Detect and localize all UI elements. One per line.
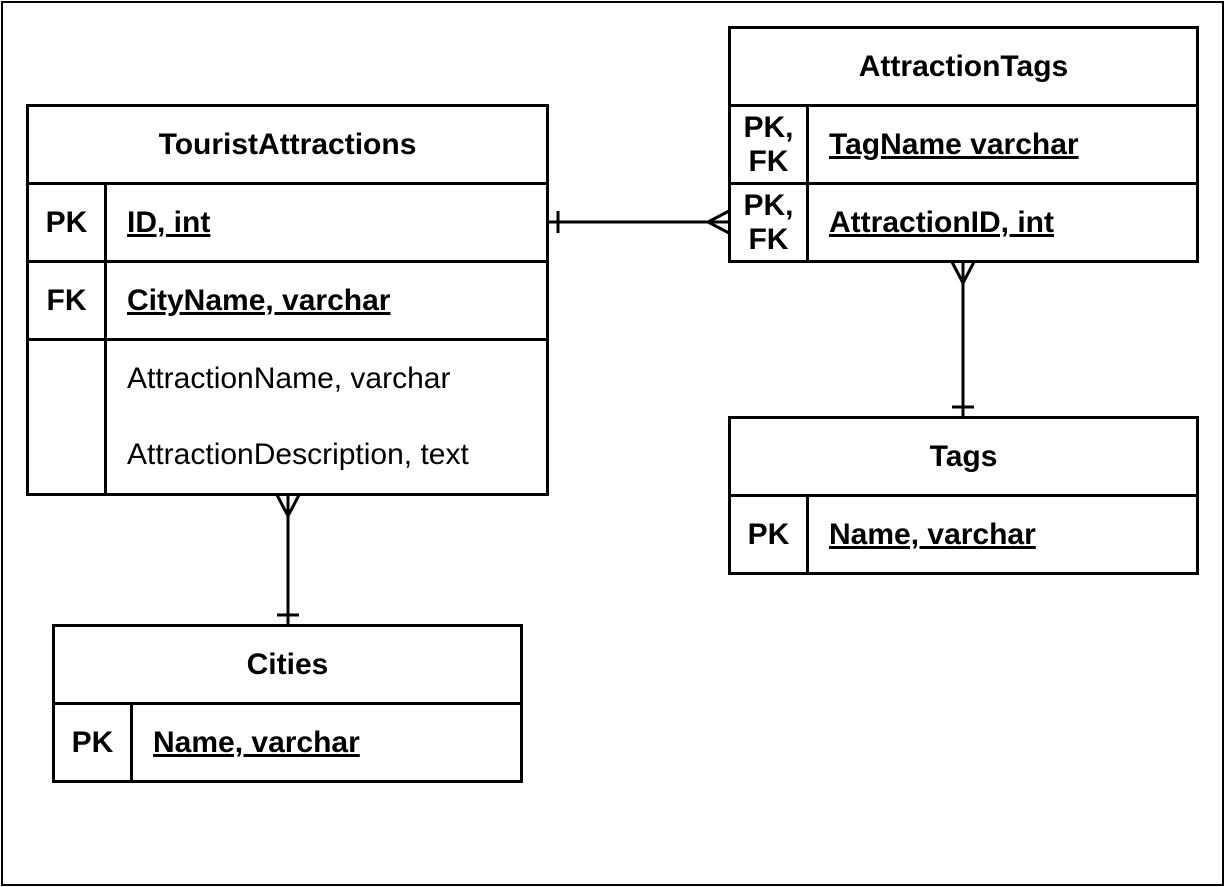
key-label: PK	[55, 705, 133, 780]
field-cell: ID, int	[107, 185, 546, 260]
field-name: TagName varchar	[829, 127, 1079, 161]
many-marker-attractiontags	[704, 209, 730, 235]
many-marker-attractions-bottom	[275, 494, 301, 520]
entity-row-pk-fk: PK, FK TagName varchar	[731, 107, 1196, 185]
field-cell: CityName, varchar	[107, 263, 546, 338]
entity-tourist-attractions: TouristAttractions PK ID, int FK CityNam…	[26, 104, 549, 496]
entity-title: AttractionTags	[731, 29, 1196, 107]
field-name: CityName, varchar	[127, 283, 391, 317]
key-label: PK, FK	[731, 107, 809, 182]
key-label: FK	[29, 263, 107, 338]
key-label	[29, 341, 107, 493]
key-label: PK	[731, 497, 809, 572]
entity-row-attributes: AttractionName, varchar AttractionDescri…	[29, 341, 546, 493]
entity-title: TouristAttractions	[29, 107, 546, 185]
entity-row-pk-fk: PK, FK AttractionID, int	[731, 185, 1196, 260]
field-cell: Name, varchar	[809, 497, 1196, 572]
field-name: AttractionName, varchar	[127, 362, 451, 395]
field-name: ID, int	[127, 205, 211, 239]
field-cell: TagName varchar	[809, 107, 1196, 182]
field-name: AttractionID, int	[829, 205, 1054, 239]
entity-row-fk: FK CityName, varchar	[29, 263, 546, 341]
field-cell: AttractionName, varchar AttractionDescri…	[107, 341, 546, 493]
field-cell: Name, varchar	[133, 705, 520, 780]
key-label: PK	[29, 185, 107, 260]
entity-title: Tags	[731, 419, 1196, 497]
entity-row-pk: PK Name, varchar	[731, 497, 1196, 572]
key-label: PK, FK	[731, 185, 809, 260]
many-marker-attractiontags-bottom	[950, 261, 976, 287]
field-name: AttractionDescription, text	[127, 438, 469, 471]
entity-row-pk: PK Name, varchar	[55, 705, 520, 780]
field-name: Name, varchar	[829, 517, 1036, 551]
field-name: Name, varchar	[153, 725, 360, 759]
entity-row-pk: PK ID, int	[29, 185, 546, 263]
field-cell: AttractionID, int	[809, 185, 1196, 260]
entity-tags: Tags PK Name, varchar	[728, 416, 1199, 575]
entity-cities: Cities PK Name, varchar	[52, 624, 523, 783]
entity-attraction-tags: AttractionTags PK, FK TagName varchar PK…	[728, 26, 1199, 263]
entity-title: Cities	[55, 627, 520, 705]
